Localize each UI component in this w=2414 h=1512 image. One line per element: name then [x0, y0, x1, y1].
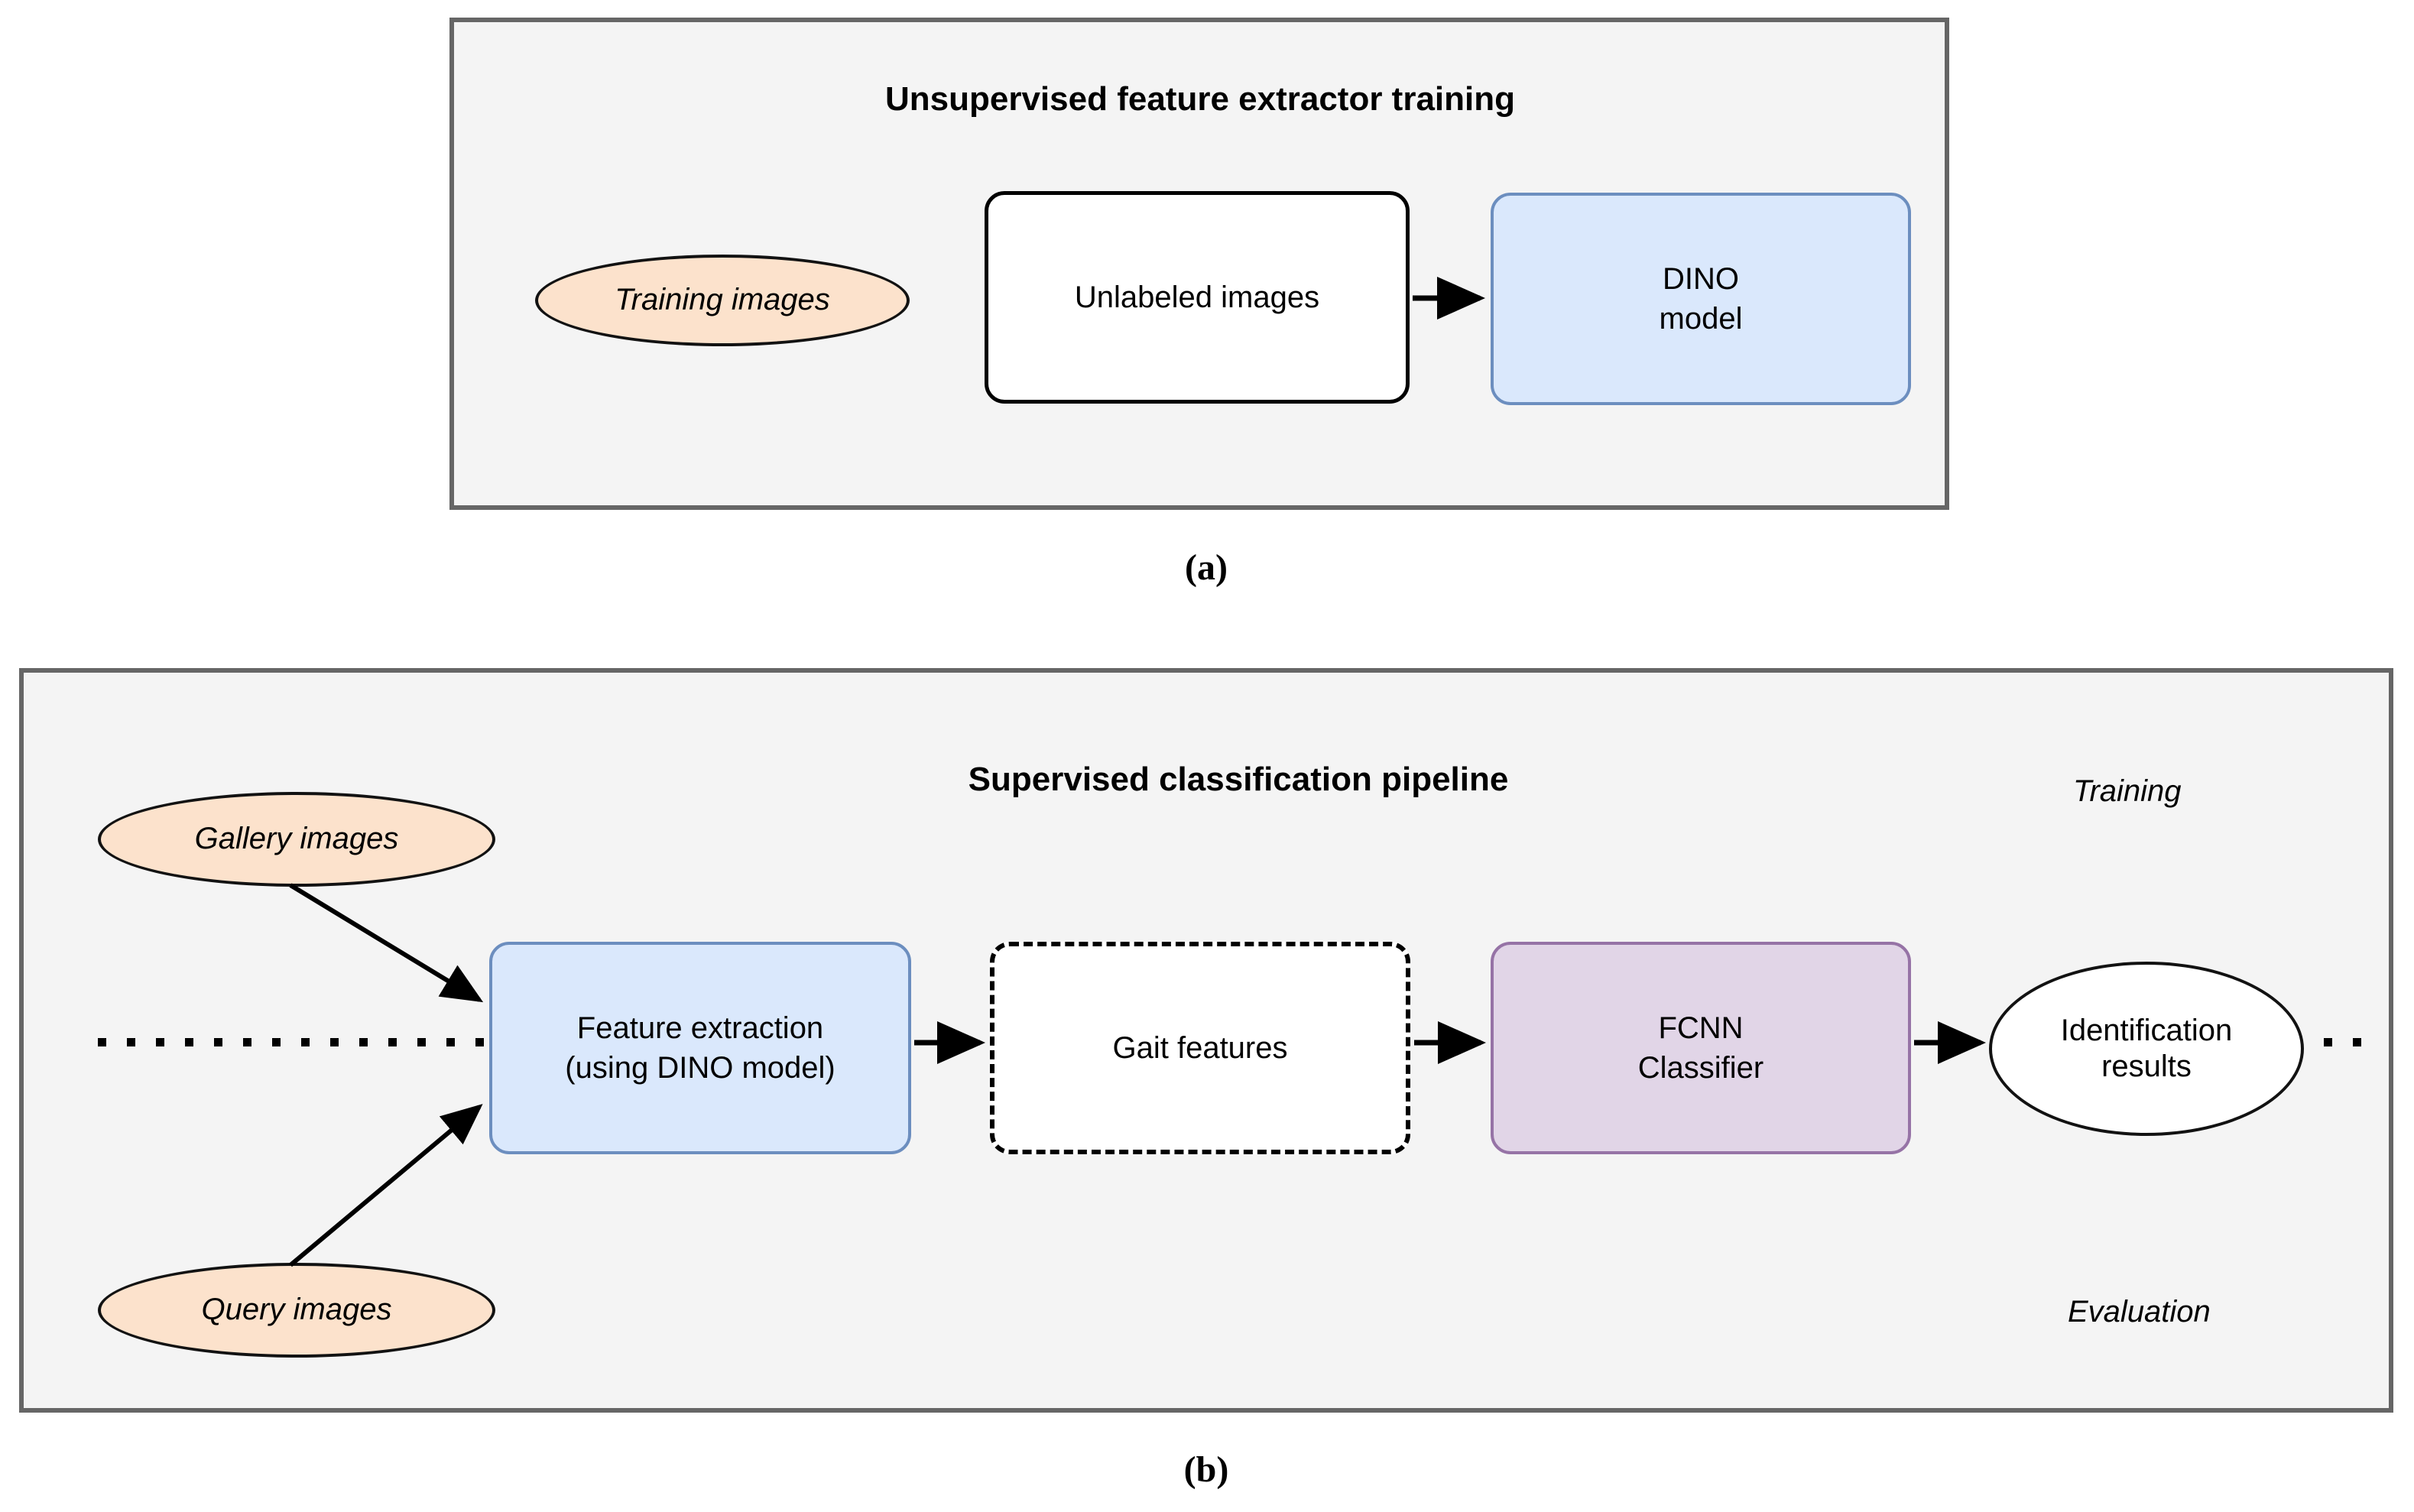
node-dino-model: DINO model	[1491, 193, 1911, 405]
node-fcnn-classifier: FCNN Classifier	[1491, 942, 1911, 1154]
panel-a-title: Unsupervised feature extractor training	[884, 80, 1516, 118]
node-identification-results: Identification results	[1989, 962, 2304, 1136]
label-evaluation-phase: Evaluation	[2068, 1295, 2211, 1329]
node-dino-model-line2: model	[1659, 302, 1743, 336]
node-identification-results-line1: Identification	[2060, 1013, 2233, 1047]
node-gait-features-label: Gait features	[1112, 1031, 1288, 1065]
node-feature-extraction-line2: (using DINO model)	[565, 1051, 835, 1085]
node-unlabeled-images: Unlabeled images	[985, 191, 1410, 404]
node-query-images: Query images	[98, 1263, 495, 1358]
node-feature-extraction: Feature extraction (using DINO model)	[489, 942, 911, 1154]
node-training-images: Training images	[535, 255, 910, 346]
node-gallery-images-label: Gallery images	[194, 822, 399, 856]
node-feature-extraction-label: Feature extraction (using DINO model)	[565, 1008, 835, 1088]
node-training-images-label: Training images	[615, 283, 830, 317]
node-gallery-images: Gallery images	[98, 792, 495, 887]
node-query-images-label: Query images	[201, 1293, 392, 1327]
node-unlabeled-images-label: Unlabeled images	[1074, 281, 1320, 314]
figure-caption-a: (a)	[1185, 547, 1228, 588]
node-dino-model-line1: DINO	[1662, 262, 1739, 296]
phase-separator-right	[2324, 1038, 2376, 1046]
node-fcnn-classifier-label: FCNN Classifier	[1638, 1008, 1763, 1088]
node-identification-results-line2: results	[2101, 1050, 2192, 1083]
node-fcnn-classifier-line1: FCNN	[1658, 1011, 1744, 1045]
label-training-phase: Training	[2073, 774, 2182, 808]
node-identification-results-label: Identification results	[2061, 1013, 2233, 1085]
figure-caption-b: (b)	[1183, 1449, 1229, 1490]
phase-separator-left	[98, 1038, 495, 1046]
node-gait-features: Gait features	[990, 942, 1410, 1154]
panel-b-title: Supervised classification pipeline	[968, 761, 1509, 798]
node-fcnn-classifier-line2: Classifier	[1637, 1051, 1764, 1085]
node-dino-model-label: DINO model	[1660, 259, 1743, 339]
node-feature-extraction-line1: Feature extraction	[576, 1011, 824, 1045]
